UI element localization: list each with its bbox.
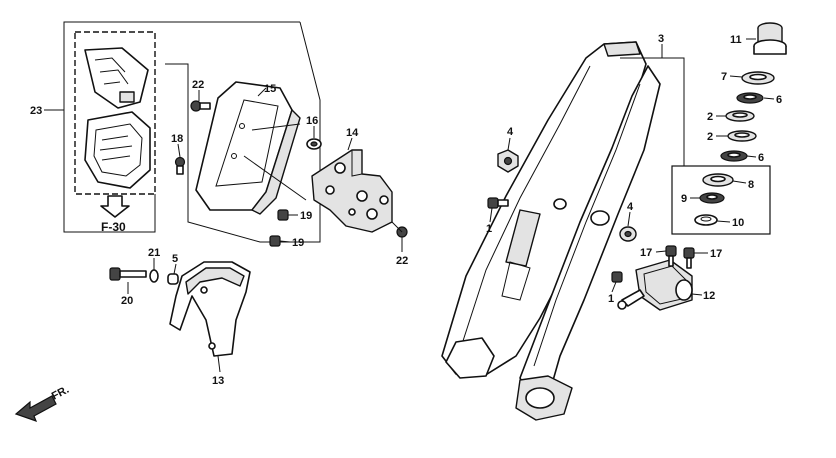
- steering-stem-3: [441, 41, 661, 421]
- screw-17-left: [665, 245, 677, 267]
- callout-17-right: 17: [710, 248, 722, 260]
- bolt-22-right: [391, 221, 408, 238]
- callout-6-upper: 6: [776, 94, 782, 106]
- race-2-upper: [725, 110, 755, 122]
- callout-13: 13: [212, 375, 224, 387]
- shield-part: [195, 81, 307, 215]
- callout-labels: 23 22 18 15 16 14 19 19 22 21 5 20 13 4 …: [30, 33, 782, 387]
- callout-2-lower: 2: [707, 131, 713, 143]
- callout-19-upper: 19: [300, 210, 312, 222]
- bolt-1-right: [611, 271, 623, 283]
- callout-1-right: 1: [608, 293, 614, 305]
- collar-16: [306, 138, 322, 150]
- bolt-20: [109, 267, 147, 281]
- nut-19-lower: [269, 235, 281, 247]
- nut-4-left: [497, 149, 519, 173]
- callout-18: 18: [171, 133, 183, 145]
- callout-4-right: 4: [627, 201, 634, 213]
- bolt-22-left: [190, 100, 211, 112]
- group-23-dashed-box: [63, 21, 300, 233]
- callout-12: 12: [703, 290, 715, 302]
- callout-6-lower: 6: [758, 152, 764, 164]
- washer-21: [149, 269, 159, 283]
- front-arrow-icon: [14, 395, 57, 423]
- callout-20: 20: [121, 295, 133, 307]
- callout-16: 16: [306, 115, 318, 127]
- callout-22-right: 22: [396, 255, 408, 267]
- ring-7: [741, 71, 775, 85]
- washer-10: [694, 214, 718, 226]
- bracket-14: [311, 149, 393, 233]
- callout-15: 15: [264, 83, 276, 95]
- ref-label-f30: F-30: [101, 220, 126, 234]
- emblem-part: [84, 47, 149, 109]
- steering-lock-12: [635, 259, 693, 311]
- ref-arrow-icon: [100, 195, 130, 218]
- screw-17-right: [683, 247, 695, 269]
- callout-19-lower: 19: [292, 237, 304, 249]
- bearing-6-lower: [720, 150, 748, 162]
- collar-5: [167, 273, 179, 285]
- callout-7: 7: [721, 71, 727, 83]
- callout-4-left: 4: [507, 126, 514, 138]
- leader-lines: [44, 38, 775, 373]
- callout-9: 9: [681, 193, 687, 205]
- callout-17-left: 17: [640, 247, 652, 259]
- callout-3-bracket: [620, 44, 685, 166]
- screw-18: [174, 156, 186, 175]
- stem-nut-11: [753, 22, 787, 55]
- key-icon: [617, 289, 645, 310]
- lower-cover-13: [169, 261, 251, 357]
- nut-4-right: [619, 226, 637, 242]
- bolt-1-left: [487, 197, 509, 209]
- callout-23: 23: [30, 105, 42, 117]
- race-2-lower: [727, 130, 757, 142]
- callout-3: 3: [658, 33, 664, 45]
- callout-21: 21: [148, 247, 160, 259]
- nut-19-upper: [277, 209, 289, 221]
- bearing-6-upper: [736, 92, 764, 104]
- callout-1-left: 1: [486, 223, 492, 235]
- seal-8: [702, 173, 734, 187]
- ring-9: [699, 192, 725, 204]
- cover-part: [84, 111, 151, 189]
- callout-14: 14: [346, 127, 359, 139]
- callout-8: 8: [748, 179, 754, 191]
- callout-10: 10: [732, 217, 744, 229]
- callout-2-upper: 2: [707, 111, 713, 123]
- group-8-box: [671, 165, 771, 235]
- callout-5: 5: [172, 253, 178, 265]
- callout-22-left: 22: [192, 79, 204, 91]
- front-label: FR.: [50, 384, 71, 403]
- callout-11: 11: [730, 34, 742, 46]
